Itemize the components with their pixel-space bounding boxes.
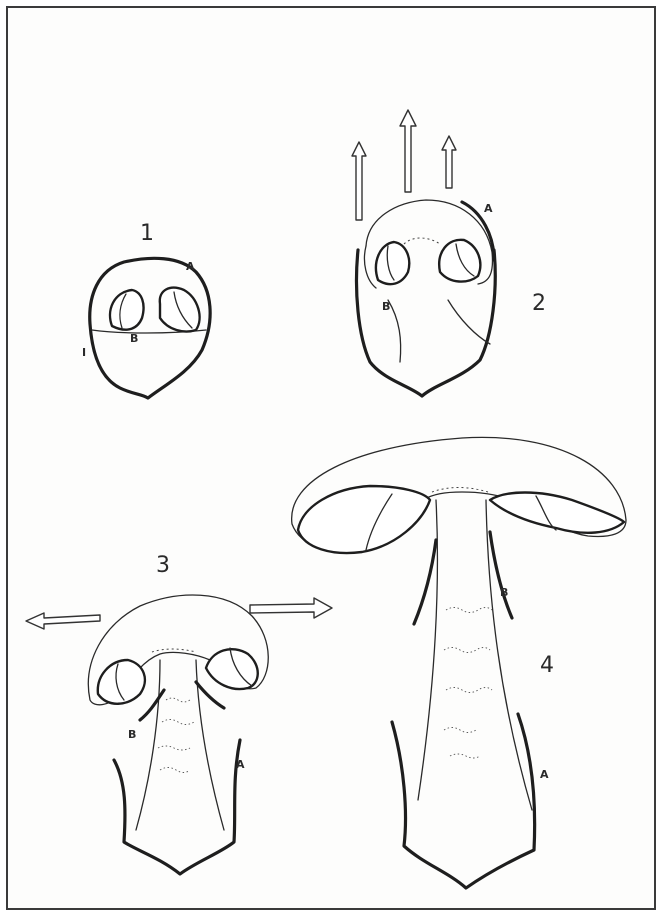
stage-2-arrow-right	[442, 136, 456, 188]
stage-3-volva	[114, 740, 240, 874]
stage-4-label-b: B	[500, 586, 508, 599]
stage-1-label-b: B	[130, 332, 138, 345]
stage-4-left-gill	[298, 486, 430, 553]
stage-4-ring-left	[414, 540, 436, 624]
stage-4-volva	[392, 714, 535, 888]
stage-3-label-a: A	[236, 758, 245, 771]
stage-3-ring-left	[140, 690, 164, 720]
stage-1-label-i: I	[82, 346, 86, 359]
stage-2-arrow-left	[352, 142, 366, 220]
stage-3-button: 3 B A	[26, 553, 332, 874]
stage-2-number: 2	[532, 291, 546, 316]
stage-3-ring-right	[196, 682, 224, 708]
stage-1-label-a: A	[186, 260, 195, 273]
stage-2-button: 2 A B	[352, 110, 546, 396]
stage-1-number: 1	[140, 221, 154, 246]
stage-3-stem	[136, 660, 224, 830]
stage-2-label-a: A	[484, 202, 493, 215]
stage-4-button: 4 B A	[292, 437, 626, 888]
stage-1-left-gill	[110, 290, 144, 330]
stage-2-right-gill	[439, 240, 480, 282]
stage-2-label-b: B	[382, 300, 390, 313]
stage-4-ring-right	[490, 532, 512, 618]
stage-3-number: 3	[156, 553, 170, 578]
stage-4-number: 4	[540, 653, 554, 678]
stage-3-label-b: B	[128, 728, 136, 741]
stage-4-right-gill	[490, 493, 624, 533]
stage-4-label-a: A	[540, 768, 549, 781]
stage-2-arrow-center	[400, 110, 416, 192]
stage-3-arrow-left	[26, 613, 100, 629]
stage-1-button: 1 A B I	[82, 221, 210, 398]
stage-3-arrow-right	[250, 598, 332, 618]
